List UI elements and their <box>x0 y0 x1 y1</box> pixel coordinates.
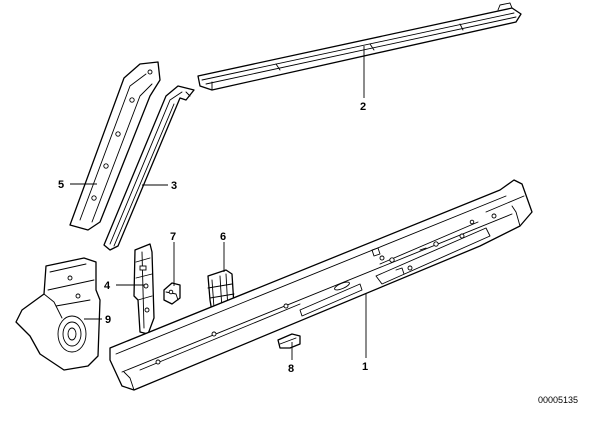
callout-1: 1 <box>362 361 368 373</box>
leader-lines <box>70 46 367 360</box>
callout-3: 3 <box>171 180 177 192</box>
part-3-a-pillar-outer[interactable] <box>103 85 195 251</box>
part-9-hinge-pillar[interactable] <box>15 257 101 371</box>
callout-9: 9 <box>105 314 111 326</box>
part-4-b-pillar-reinforcement[interactable] <box>133 243 155 335</box>
part-2-roof-rail[interactable] <box>197 2 522 91</box>
callout-6: 6 <box>220 231 226 243</box>
part-7-bracket[interactable] <box>163 282 181 305</box>
callout-7: 7 <box>170 231 176 243</box>
part-5-a-pillar-inner[interactable] <box>69 61 161 231</box>
part-1-side-sill[interactable] <box>109 179 533 391</box>
callouts: 1 2 3 4 5 6 7 8 9 <box>58 101 368 375</box>
part-8-clip[interactable] <box>277 333 301 349</box>
callout-4: 4 <box>104 280 111 292</box>
reference-number: 00005135 <box>538 395 578 405</box>
callout-8: 8 <box>288 363 294 375</box>
callout-2: 2 <box>360 101 366 113</box>
callout-5: 5 <box>58 179 64 191</box>
